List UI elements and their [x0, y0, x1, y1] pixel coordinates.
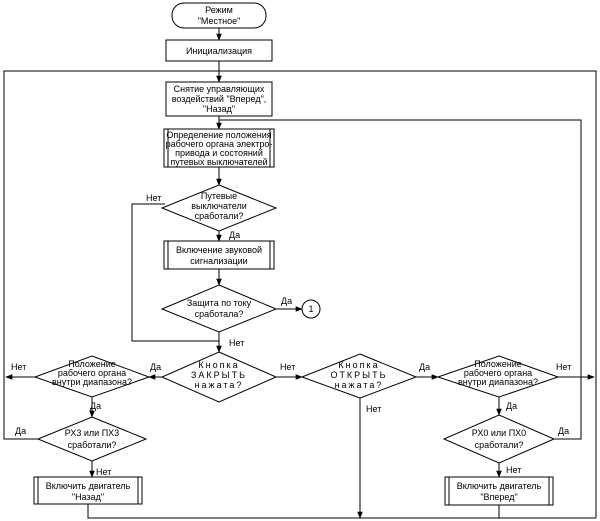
label-posleft-yes: Да [90, 401, 101, 411]
label-rx0-yes: Да [558, 426, 569, 436]
limit-line-1: Путевые [201, 191, 237, 201]
current-protection-decision: Защита по току сработала? [160, 284, 278, 333]
posleft-line-3: внутри диапазона? [52, 377, 132, 387]
posright-line-1: Положение [474, 359, 522, 369]
label-close-no: Нет [280, 362, 295, 372]
label-rx3-yes: Да [15, 426, 26, 436]
edge-limit-no [131, 203, 219, 342]
reset-line-3: "Назад" [203, 104, 235, 114]
label-posright-yes: Да [506, 401, 517, 411]
edge-bottom-return [219, 70, 597, 518]
open-line-3: нажата? [335, 380, 384, 390]
open-line-2: ОТКРЫТЬ [330, 370, 387, 380]
motor-forward-process: Включить двигатель "Вперед" [444, 476, 554, 506]
determine-line-4: путевых выключателей [170, 157, 267, 167]
label-protect-no: Нет [229, 338, 244, 348]
limit-line-2: выключатели [191, 201, 247, 211]
open-button-decision: Кнопка ОТКРЫТЬ нажата? [300, 353, 418, 399]
close-line-3: нажата? [195, 380, 244, 390]
position-left-decision: Положение рабочего органа внутри диапазо… [33, 355, 151, 398]
determine-position-process: Определение положения рабочего органа эл… [163, 128, 275, 168]
connector-1: 1 [301, 299, 321, 319]
alarm-line-2: сигнализации [190, 256, 247, 266]
init-process: Инициализация [165, 39, 273, 62]
connector-label: 1 [308, 304, 313, 314]
reset-line-1: Снятие управляющих [174, 84, 265, 94]
determine-line-1: Определение положения [166, 130, 271, 140]
edge-rx3-yes [3, 70, 219, 440]
label-posleft-no: Нет [11, 362, 26, 372]
rx3-line-2: сработали? [68, 440, 117, 450]
flow-edges [3, 28, 597, 519]
rx3-decision: РХ3 или ПХ3 сработали? [36, 416, 148, 462]
protect-line-1: Защита по току [187, 298, 252, 308]
motorfwd-line-1: Включить двигатель [457, 481, 542, 491]
posleft-line-1: Положение [68, 359, 116, 369]
determine-line-2: рабочего органа электро- [166, 139, 273, 149]
alarm-line-1: Включение звуковой [176, 245, 262, 255]
motor-back-process: Включить двигатель "Назад" [33, 476, 143, 505]
alarm-process: Включение звуковой сигнализации [163, 240, 275, 270]
motorback-line-2: "Назад" [72, 492, 104, 502]
position-right-decision: Положение рабочего органа внутри диапазо… [436, 355, 560, 398]
posright-line-3: внутри диапазона? [458, 377, 538, 387]
label-close-yes: Да [150, 362, 161, 372]
limit-switches-decision: Путевые выключатели сработали? [160, 184, 278, 232]
init-label: Инициализация [186, 46, 252, 56]
label-limit-no: Нет [146, 193, 161, 203]
posright-line-2: рабочего органа [464, 368, 532, 378]
label-rx0-no: Нет [506, 465, 521, 475]
edge-labels: Нет Да Да Нет Да Нет Да Нет Нет Да Да Не… [11, 193, 571, 477]
start-terminator: Режим "Местное" [171, 2, 267, 29]
reset-line-2: воздействий "Вперед", [172, 94, 267, 104]
label-posright-no: Нет [556, 362, 571, 372]
motorback-line-1: Включить двигатель [46, 481, 131, 491]
label-limit-yes: Да [229, 230, 240, 240]
start-line-1: Режим [205, 5, 233, 15]
edge-motorback-bottom [87, 504, 596, 519]
label-rx3-no: Нет [96, 467, 111, 477]
rx3-line-1: РХ3 или ПХ3 [65, 428, 119, 438]
posleft-line-2: рабочего органа [58, 368, 126, 378]
label-protect-yes: Да [281, 296, 292, 306]
limit-line-3: сработали? [195, 211, 244, 221]
start-line-2: "Местное" [198, 16, 241, 26]
rx0-line-2: сработали? [475, 440, 524, 450]
motorfwd-line-2: "Вперед" [480, 492, 517, 502]
close-line-1: Кнопка [198, 360, 239, 370]
rx0-line-1: РХ0 или ПХ0 [472, 428, 526, 438]
label-open-no: Нет [366, 404, 381, 414]
open-line-1: Кнопка [338, 360, 379, 370]
determine-line-3: привода и состояний [175, 148, 263, 158]
close-line-2: ЗАКРЫТЬ [191, 370, 247, 380]
reset-commands-process: Снятие управляющих воздействий "Вперед",… [165, 81, 273, 117]
close-button-decision: Кнопка ЗАКРЫТЬ нажата? [160, 351, 278, 403]
edge-rx0-yes [219, 119, 582, 440]
rx0-decision: РХ0 или ПХ0 сработали? [442, 414, 556, 464]
label-open-yes: Да [419, 362, 430, 372]
protect-line-2: сработала? [195, 309, 244, 319]
